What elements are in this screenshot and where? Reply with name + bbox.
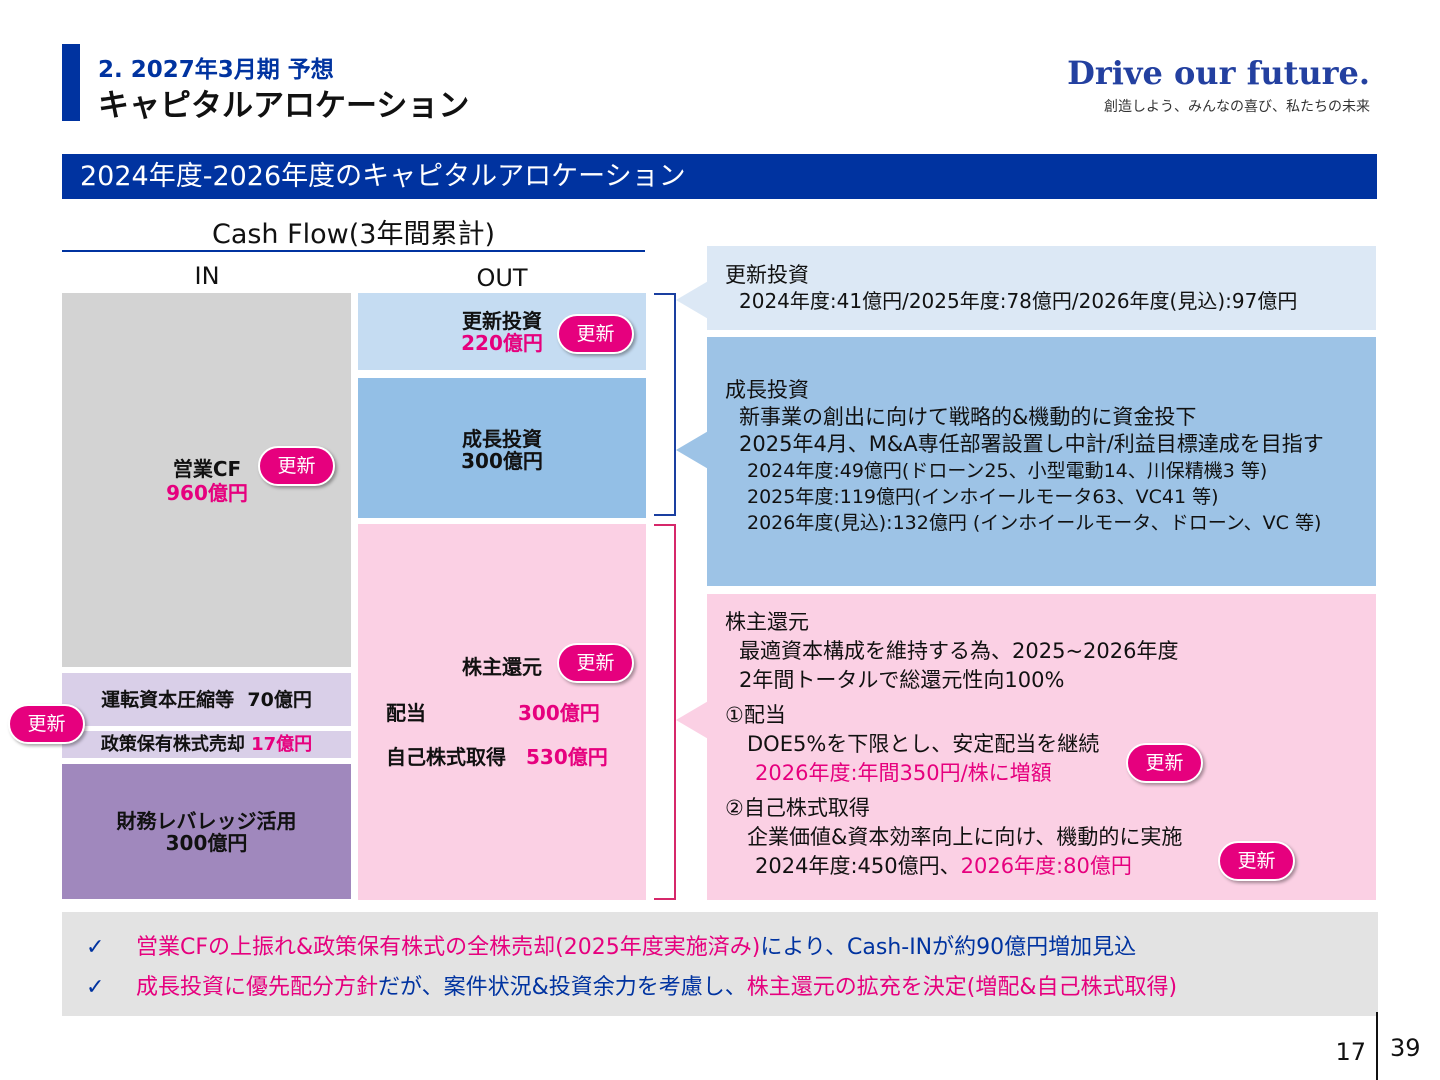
brand-logo: Drive our future. (1067, 54, 1370, 92)
section-banner: 2024年度-2026年度のキャピタルアロケーション (62, 154, 1377, 199)
page-number: 17 (1335, 1038, 1366, 1066)
buyback-callout-line1: 企業価値&資本効率向上に向け、機動的に実施 (747, 825, 1183, 849)
growth-callout-line1: 新事業の創出に向けて戦略的&機動的に資金投下 (739, 405, 1197, 429)
update-badge-operating-cf: 更新 (258, 446, 335, 486)
renewal-label: 更新投資 (462, 309, 542, 333)
dividend-callout-line1: DOE5%を下限とし、安定配当を継続 (747, 732, 1100, 756)
check-icon: ✓ (86, 975, 105, 1000)
renewal-callout: 更新投資 2024年度:41億円/2025年度:78億円/2026年度(見込):… (707, 246, 1376, 330)
update-badge-policy-stock: 更新 (8, 704, 85, 744)
buyback-callout-line2: 2024年度:450億円、2026年度:80億円 (755, 854, 1132, 878)
buyback-value: 530億円 (526, 745, 608, 769)
page-divider (1376, 1012, 1378, 1080)
growth-callout-line2: 2025年4月、M&A専任部署設置し中計/利益目標達成を目指す (739, 432, 1324, 456)
growth-value: 300億円 (461, 449, 543, 473)
shareholder-callout-line1: 最適資本構成を維持する為、2025~2026年度 (739, 639, 1179, 663)
summary-bullet-2: ✓成長投資に優先配分方針だが、案件状況&投資余力を考慮し、株主還元の拡充を決定(… (86, 968, 1378, 1008)
check-icon: ✓ (86, 935, 105, 960)
out-growth-block: 成長投資 300億円 (358, 378, 646, 518)
growth-callout-line4: 2025年度:119億円(インホイールモータ63、VC41 等) (747, 486, 1219, 508)
investment-bracket (654, 293, 676, 516)
operating-cf-label: 営業CF (172, 457, 242, 481)
dividend-callout-title: ①配当 (725, 703, 786, 727)
buyback-callout-title: ②自己株式取得 (725, 796, 870, 820)
in-working-capital-block: 運転資本圧縮等 70億円 (62, 673, 351, 726)
brand-tagline: 創造しよう、みんなの喜び、私たちの未来 (1104, 99, 1370, 115)
growth-label: 成長投資 (462, 427, 542, 451)
leverage-value: 300億円 (165, 831, 248, 855)
renewal-value: 220億円 (461, 331, 543, 355)
out-column-header: OUT (476, 264, 528, 292)
shareholder-label: 株主還元 (462, 655, 542, 679)
in-leverage-block: 財務レバレッジ活用 300億円 (62, 764, 351, 899)
shareholder-bracket (654, 524, 676, 900)
shareholder-pointer (676, 700, 710, 740)
growth-callout-line3: 2024年度:49億円(ドローン25、小型電動14、川保精機3 等) (747, 460, 1268, 482)
operating-cf-value: 960億円 (166, 481, 248, 505)
dividend-label: 配当 (386, 701, 426, 725)
in-column-header: IN (194, 262, 220, 290)
update-badge-shareholder: 更新 (557, 643, 634, 683)
policy-stock-line: 政策保有株式売却 17億円 (100, 734, 313, 755)
renewal-callout-line1: 2024年度:41億円/2025年度:78億円/2026年度(見込):97億円 (739, 289, 1298, 313)
shareholder-callout-line2: 2年間トータルで総還元性向100% (739, 668, 1065, 692)
section-subtitle: 2. 2027年3月期 予想 (98, 57, 334, 83)
header-accent-bar (62, 44, 80, 121)
growth-pointer (676, 430, 710, 470)
growth-callout: 成長投資 新事業の創出に向けて戦略的&機動的に資金投下 2025年4月、M&A専… (707, 337, 1376, 586)
in-policy-stock-block: 政策保有株式売却 17億円 (62, 731, 351, 758)
page-total: 39 (1390, 1034, 1421, 1062)
out-shareholder-block: 株主還元 配当 300億円 自己株式取得 530億円 (358, 524, 646, 900)
summary-box: ✓営業CFの上振れ&政策保有株式の全株売却(2025年度実施済み)により、Cas… (62, 912, 1378, 1016)
dividend-callout-line2: 2026年度:年間350円/株に増額 (755, 761, 1052, 785)
update-badge-renewal: 更新 (557, 314, 634, 354)
update-badge-dividend: 更新 (1126, 743, 1203, 783)
page-title: キャピタルアロケーション (98, 88, 470, 124)
working-capital-line: 運転資本圧縮等 70億円 (101, 689, 312, 711)
cashflow-rule (62, 250, 645, 252)
summary-bullet-1: ✓営業CFの上振れ&政策保有株式の全株売却(2025年度実施済み)により、Cas… (86, 928, 1378, 968)
buyback-label: 自己株式取得 (386, 745, 506, 769)
growth-callout-line5: 2026年度(見込):132億円 (インホイールモータ、ドローン、VC 等) (747, 512, 1322, 534)
leverage-label: 財務レバレッジ活用 (116, 809, 297, 833)
growth-callout-title: 成長投資 (725, 378, 809, 402)
update-badge-buyback: 更新 (1218, 841, 1295, 881)
renewal-pointer (676, 280, 710, 320)
cashflow-title: Cash Flow(3年間累計) (211, 219, 496, 250)
renewal-callout-title: 更新投資 (725, 263, 809, 287)
dividend-value: 300億円 (518, 701, 600, 725)
shareholder-callout-title: 株主還元 (725, 610, 809, 634)
